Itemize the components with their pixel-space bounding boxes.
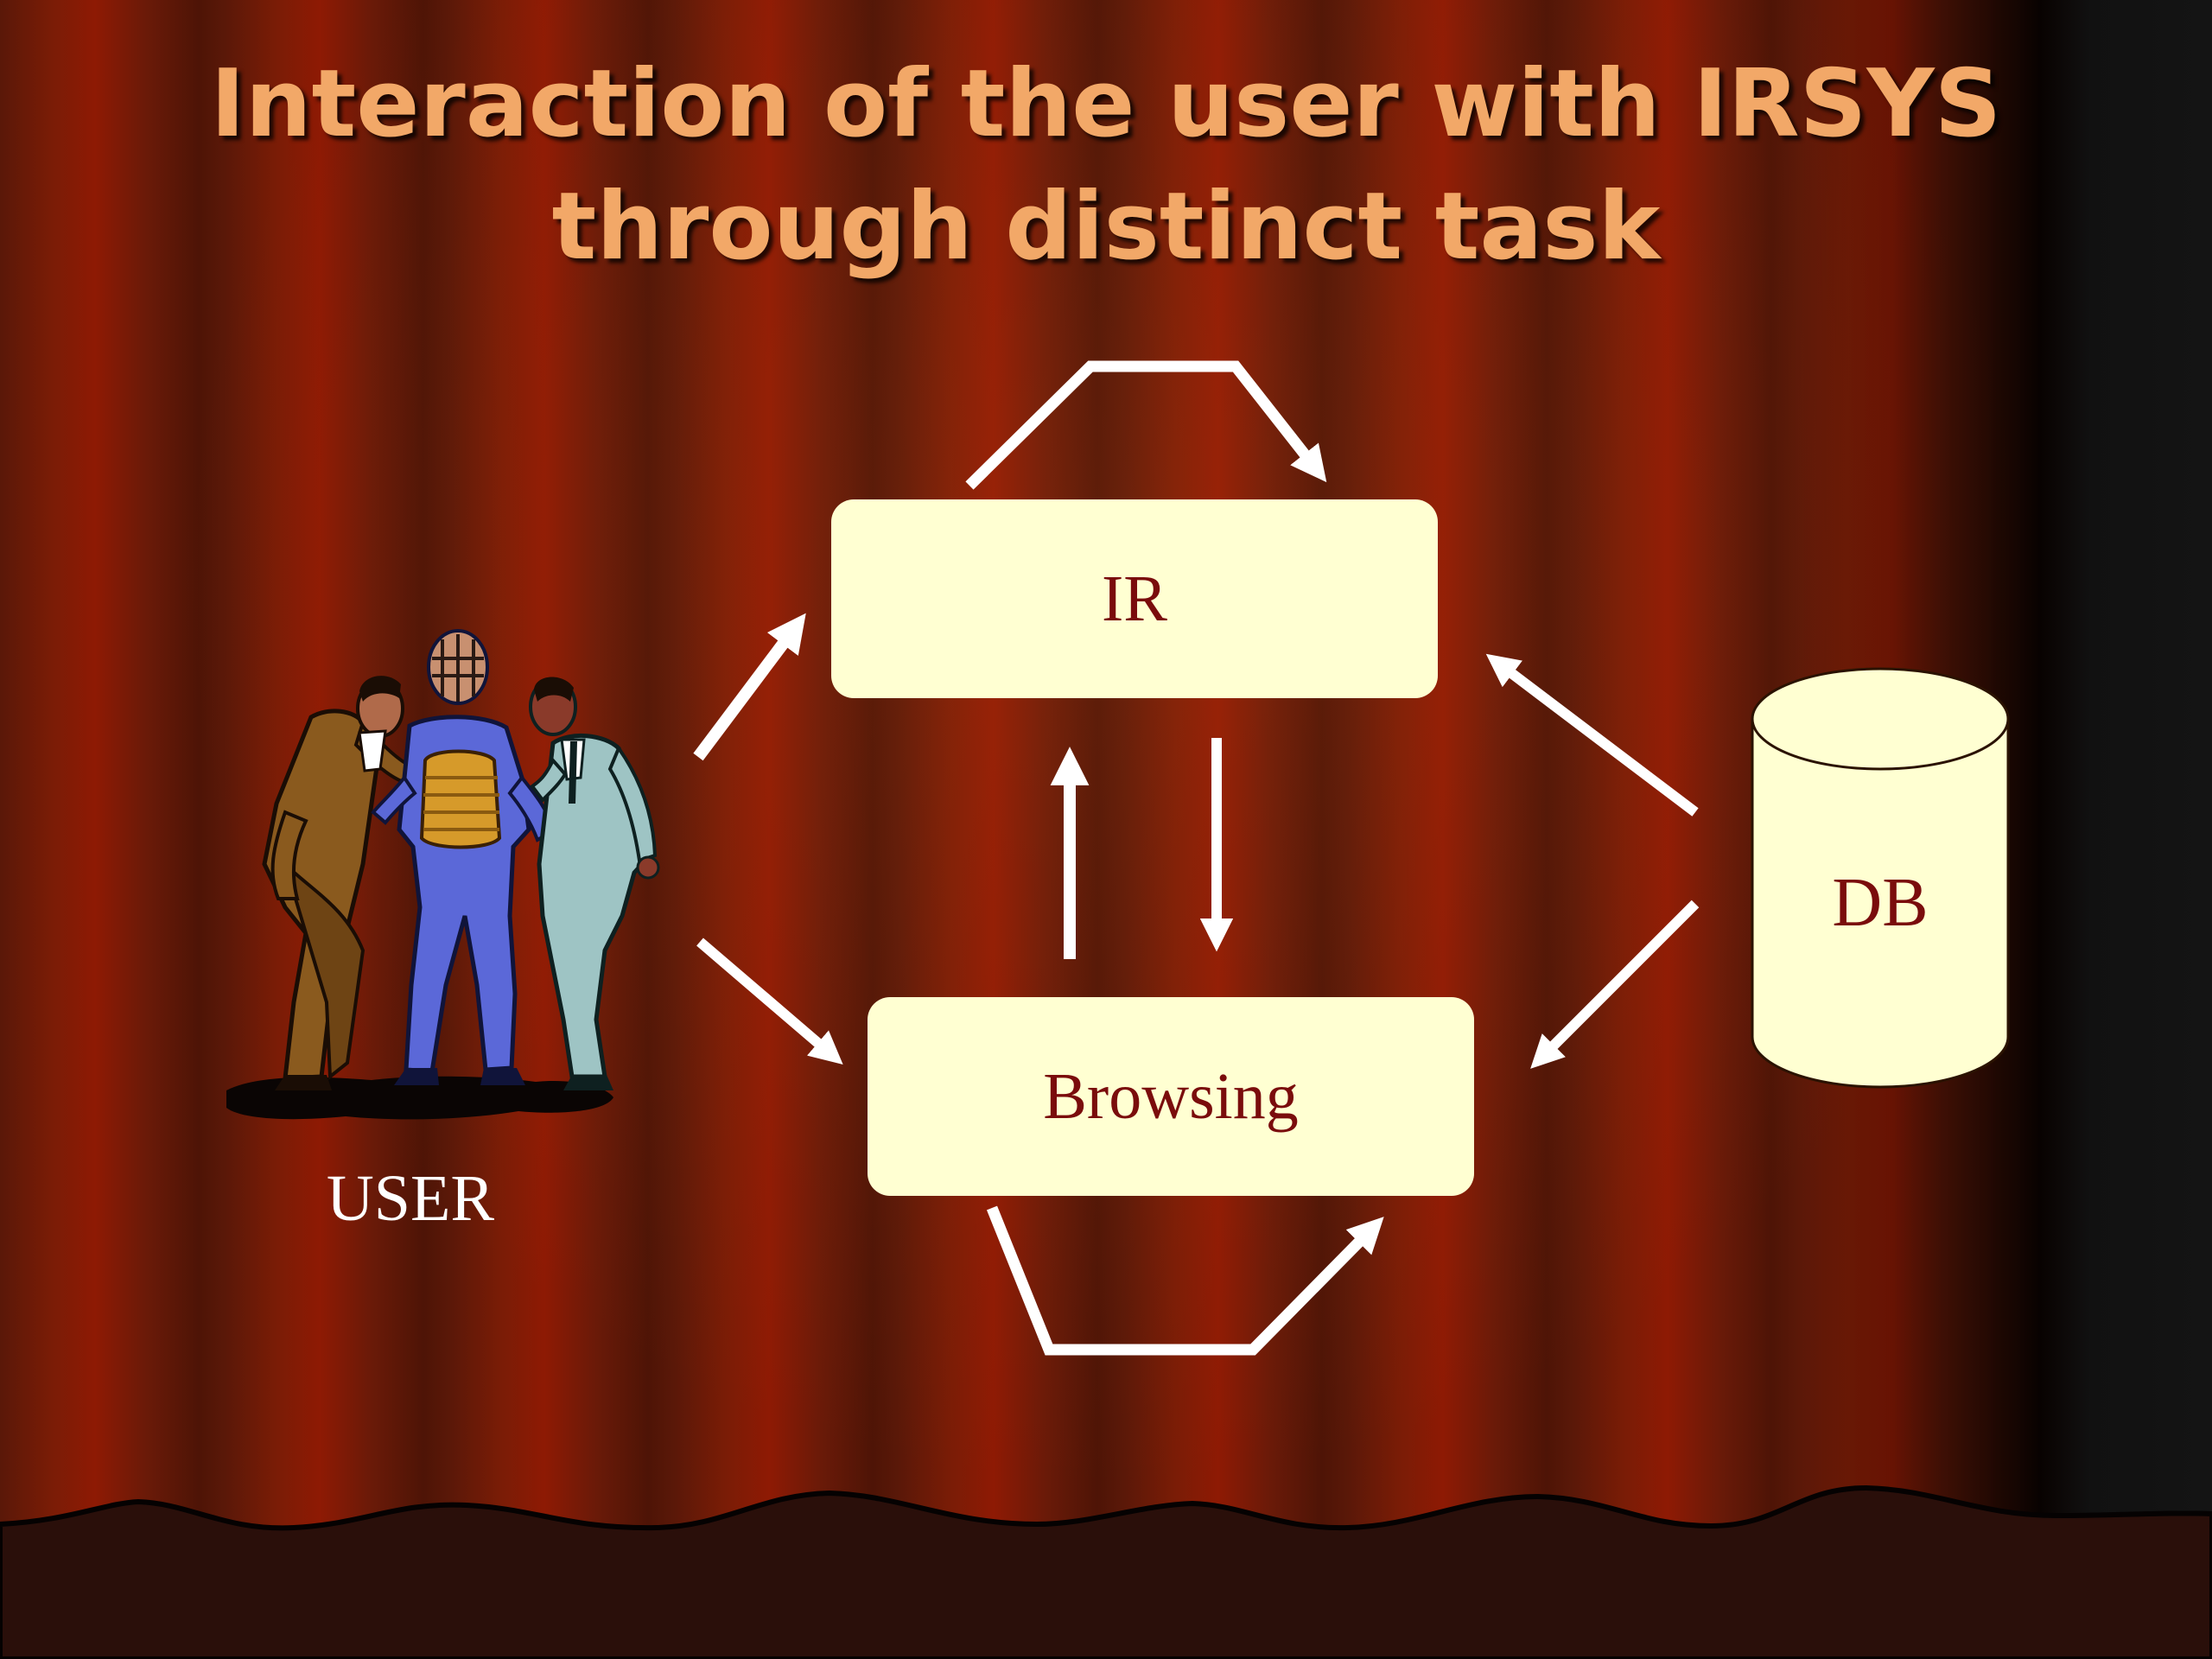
user-to-browsing-arrow — [696, 938, 843, 1065]
ir-label: IR — [1102, 562, 1167, 635]
database-cylinder-icon — [1751, 667, 2010, 1089]
db-label: DB — [1832, 865, 1929, 941]
person-right — [529, 677, 660, 1090]
title-line-1: Interaction of the user with IRSYS — [210, 50, 2002, 158]
slide-title: Interaction of the user with IRSYS throu… — [138, 43, 2074, 289]
browsing-box: Browsing — [868, 997, 1474, 1196]
ir-box: IR — [831, 499, 1438, 698]
db-to-ir-arrow — [1485, 653, 1699, 817]
ir-loop-arrow — [965, 360, 1327, 490]
browsing-label: Browsing — [1043, 1059, 1299, 1133]
person-left — [262, 676, 416, 1090]
stage-floor — [0, 1484, 2212, 1659]
title-line-2: through distinct task — [551, 173, 1661, 281]
group-of-people-icon — [226, 629, 660, 1120]
user-to-ir-arrow — [693, 613, 806, 761]
person-middle — [371, 629, 556, 1085]
db-to-browsing-arrow — [1530, 899, 1700, 1069]
browsing-loop-arrow — [986, 1205, 1384, 1356]
user-label: USER — [326, 1162, 495, 1235]
